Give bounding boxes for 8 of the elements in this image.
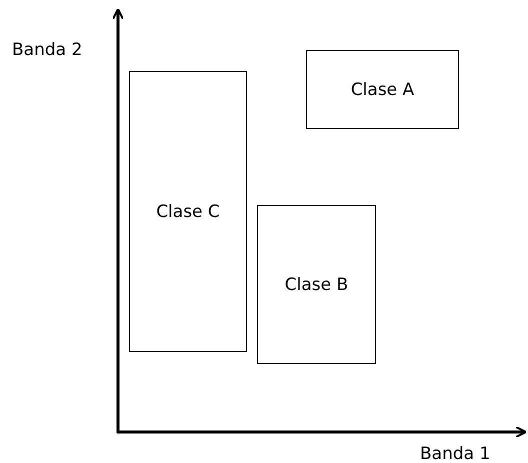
y-axis-label: Banda 2 [12, 40, 82, 60]
class-region-box [257, 205, 376, 364]
class-region-box [129, 71, 247, 352]
x-axis-label: Banda 1 [420, 444, 490, 463]
class-region-box [306, 50, 459, 129]
class-label: Clase A [350, 80, 414, 100]
class-label: Clase C [156, 202, 220, 222]
class-label: Clase B [284, 274, 348, 294]
